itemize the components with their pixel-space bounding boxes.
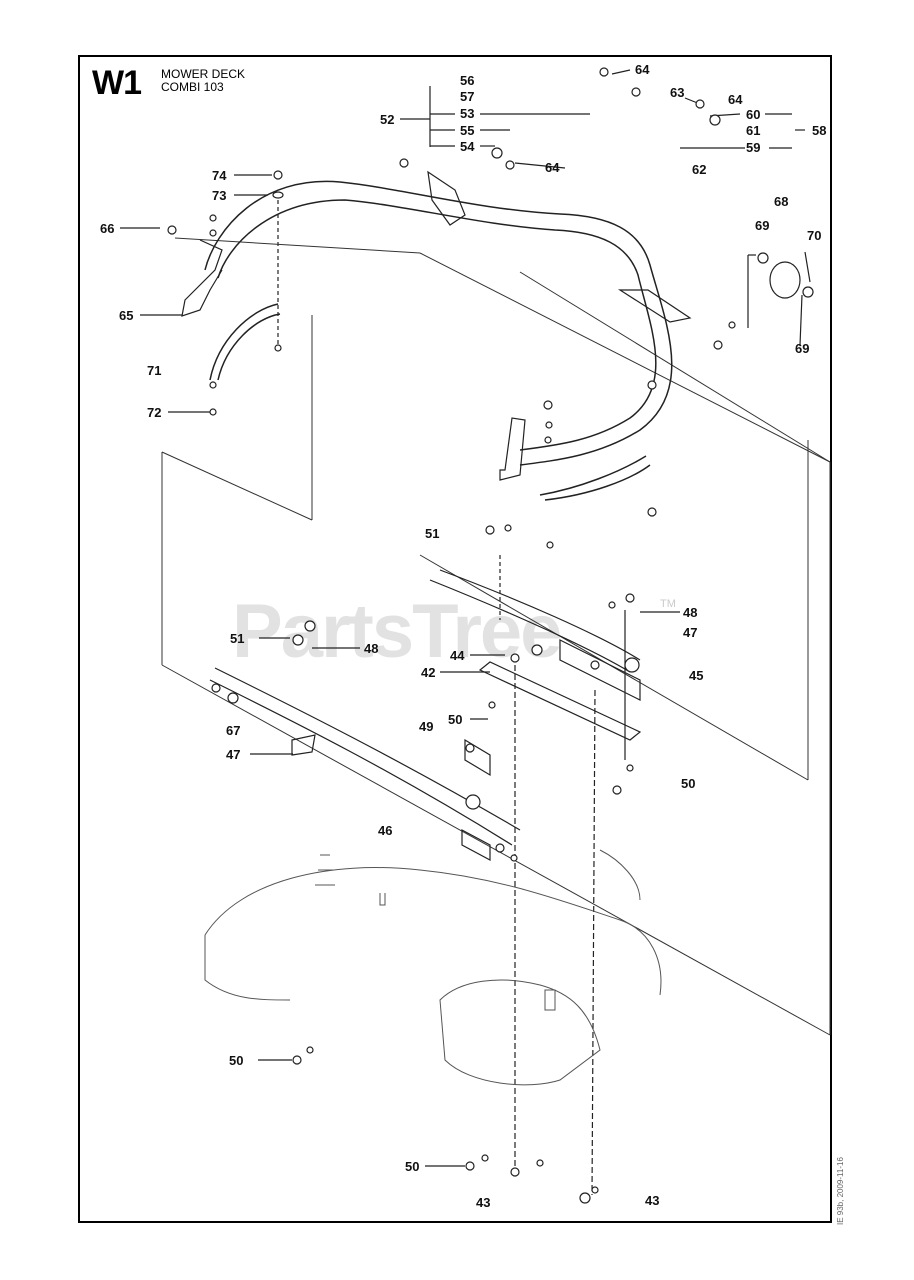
callout-53: 53 bbox=[460, 106, 474, 121]
callout-60: 60 bbox=[746, 107, 760, 122]
callout-67: 67 bbox=[226, 723, 240, 738]
callout-52: 52 bbox=[380, 112, 394, 127]
callout-46: 46 bbox=[378, 823, 392, 838]
callout-63: 63 bbox=[670, 85, 684, 100]
callout-43: 43 bbox=[476, 1195, 490, 1210]
callout-69: 69 bbox=[755, 218, 769, 233]
watermark-trademark: TM bbox=[660, 598, 676, 610]
leader-lines bbox=[120, 69, 811, 1196]
phantom-plane-lines bbox=[161, 237, 831, 1036]
callout-68: 68 bbox=[774, 194, 788, 209]
callout-44: 44 bbox=[450, 648, 465, 663]
callout-45: 45 bbox=[689, 668, 703, 683]
callout-62: 62 bbox=[692, 162, 706, 177]
brackets-and-plates bbox=[181, 170, 692, 862]
callout-64: 64 bbox=[545, 160, 560, 175]
callout-50: 50 bbox=[229, 1053, 243, 1068]
callout-70: 70 bbox=[807, 228, 821, 243]
callout-56: 56 bbox=[460, 73, 474, 88]
callout-50: 50 bbox=[405, 1159, 419, 1174]
callout-42: 42 bbox=[421, 665, 435, 680]
callout-61: 61 bbox=[746, 123, 760, 138]
callout-49: 49 bbox=[419, 719, 433, 734]
fasteners bbox=[167, 67, 814, 1204]
callout-47: 47 bbox=[226, 747, 240, 762]
handle-frame bbox=[204, 180, 673, 501]
diagram-title: MOWER DECK bbox=[161, 67, 245, 81]
callout-71: 71 bbox=[147, 363, 161, 378]
callout-57: 57 bbox=[460, 89, 474, 104]
callout-73: 73 bbox=[212, 188, 226, 203]
callout-48: 48 bbox=[683, 605, 697, 620]
callout-54: 54 bbox=[460, 139, 475, 154]
mower-deck-outline bbox=[204, 849, 662, 1086]
callout-48: 48 bbox=[364, 641, 378, 656]
callout-72: 72 bbox=[147, 405, 161, 420]
callout-50: 50 bbox=[681, 776, 695, 791]
watermark: PartsTree bbox=[232, 589, 562, 674]
drawing-frame bbox=[78, 55, 832, 1223]
callout-55: 55 bbox=[460, 123, 474, 138]
callout-47: 47 bbox=[683, 625, 697, 640]
diagram-code: W1 bbox=[92, 64, 142, 102]
callout-74: 74 bbox=[212, 168, 227, 183]
diagram-subtitle: COMBI 103 bbox=[161, 80, 224, 94]
callout-43: 43 bbox=[645, 1193, 659, 1208]
callout-64: 64 bbox=[728, 92, 743, 107]
callout-labels: 56 57 53 52 55 54 64 64 64 63 60 61 58 5… bbox=[100, 62, 826, 1210]
callout-50: 50 bbox=[448, 712, 462, 727]
callout-64: 64 bbox=[635, 62, 650, 77]
callout-59: 59 bbox=[746, 140, 760, 155]
callout-58: 58 bbox=[812, 123, 826, 138]
callout-69: 69 bbox=[795, 341, 809, 356]
callout-51: 51 bbox=[230, 631, 244, 646]
callout-66: 66 bbox=[100, 221, 114, 236]
callout-51: 51 bbox=[425, 526, 439, 541]
callout-65: 65 bbox=[119, 308, 133, 323]
